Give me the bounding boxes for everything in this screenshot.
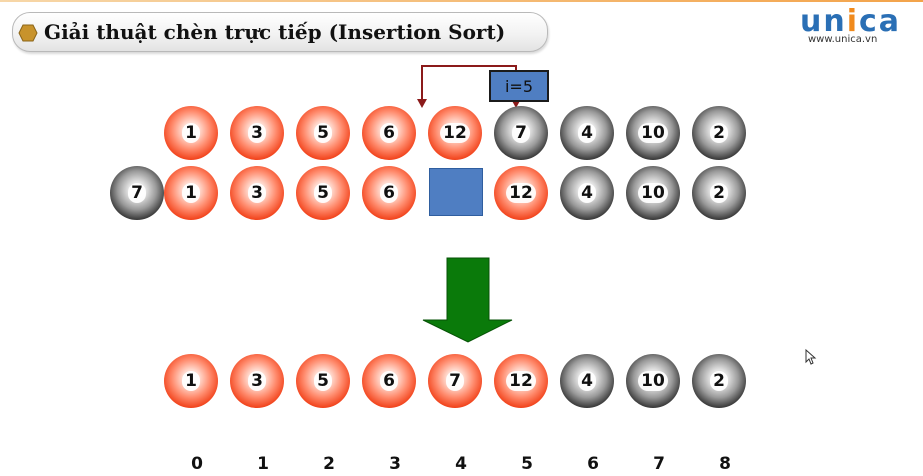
ball-before-2-value: 5 <box>314 123 332 143</box>
ball-shift-1: 3 <box>230 166 284 220</box>
ball-shift-1-value: 3 <box>248 183 266 203</box>
title-banner <box>12 12 548 52</box>
index-label-3: 3 <box>389 454 401 474</box>
i-indicator: i=5 <box>489 70 549 102</box>
logo-url: www.unica.vn <box>808 34 878 45</box>
ball-before-5-value: 7 <box>512 123 530 143</box>
ball-before-1-value: 3 <box>248 123 266 143</box>
ball-shift-6-value: 4 <box>578 183 596 203</box>
ball-before-1: 3 <box>230 106 284 160</box>
ball-before-5: 7 <box>494 106 548 160</box>
ball-after-1: 3 <box>230 354 284 408</box>
ball-before-3-value: 6 <box>380 123 398 143</box>
top-accent-line <box>0 0 923 2</box>
ball-after-8-value: 2 <box>710 371 728 391</box>
index-label-7: 7 <box>653 454 665 474</box>
ball-after-4-value: 7 <box>446 371 464 391</box>
ball-after-7-value: 10 <box>638 371 668 391</box>
ball-before-4: 12 <box>428 106 482 160</box>
ball-before-0-value: 1 <box>182 123 200 143</box>
ball-after-6-value: 4 <box>578 371 596 391</box>
ball-shift-3-value: 6 <box>380 183 398 203</box>
ball-before-4-value: 12 <box>440 123 470 143</box>
ball-shift-2: 5 <box>296 166 350 220</box>
ball-temp-value: 7 <box>128 183 146 203</box>
index-label-4: 4 <box>455 454 467 474</box>
mouse-cursor-icon <box>805 348 817 365</box>
index-label-2: 2 <box>323 454 335 474</box>
ball-shift-5-value: 12 <box>506 183 536 203</box>
down-arrow-icon <box>422 257 513 343</box>
ball-shift-0: 1 <box>164 166 218 220</box>
empty-slot <box>429 168 483 216</box>
ball-shift-2-value: 5 <box>314 183 332 203</box>
index-label-8: 8 <box>719 454 731 474</box>
ball-before-7-value: 10 <box>638 123 668 143</box>
ball-shift-8: 2 <box>692 166 746 220</box>
index-label-6: 6 <box>587 454 599 474</box>
index-label-5: 5 <box>521 454 533 474</box>
ball-temp: 7 <box>110 166 164 220</box>
bracket-arrowhead-left <box>417 99 427 108</box>
ball-before-3: 6 <box>362 106 416 160</box>
ball-shift-3: 6 <box>362 166 416 220</box>
index-label-1: 1 <box>257 454 269 474</box>
ball-before-6-value: 4 <box>578 123 596 143</box>
ball-before-6: 4 <box>560 106 614 160</box>
page-title: Giải thuật chèn trực tiếp (Insertion Sor… <box>44 20 506 44</box>
ball-after-5-value: 12 <box>506 371 536 391</box>
ball-after-1-value: 3 <box>248 371 266 391</box>
ball-before-8-value: 2 <box>710 123 728 143</box>
ball-shift-5: 12 <box>494 166 548 220</box>
ball-after-2: 5 <box>296 354 350 408</box>
hexagon-bullet-icon <box>18 24 38 42</box>
ball-before-8: 2 <box>692 106 746 160</box>
ball-after-0-value: 1 <box>182 371 200 391</box>
ball-after-7: 10 <box>626 354 680 408</box>
ball-before-7: 10 <box>626 106 680 160</box>
unica-logo: unica <box>800 4 902 39</box>
ball-after-5: 12 <box>494 354 548 408</box>
ball-shift-7: 10 <box>626 166 680 220</box>
ball-after-3-value: 6 <box>380 371 398 391</box>
ball-after-4: 7 <box>428 354 482 408</box>
ball-after-2-value: 5 <box>314 371 332 391</box>
ball-after-8: 2 <box>692 354 746 408</box>
ball-shift-7-value: 10 <box>638 183 668 203</box>
ball-before-2: 5 <box>296 106 350 160</box>
ball-after-3: 6 <box>362 354 416 408</box>
index-label-0: 0 <box>191 454 203 474</box>
ball-before-0: 1 <box>164 106 218 160</box>
ball-after-0: 1 <box>164 354 218 408</box>
ball-shift-0-value: 1 <box>182 183 200 203</box>
ball-after-6: 4 <box>560 354 614 408</box>
ball-shift-8-value: 2 <box>710 183 728 203</box>
ball-shift-6: 4 <box>560 166 614 220</box>
